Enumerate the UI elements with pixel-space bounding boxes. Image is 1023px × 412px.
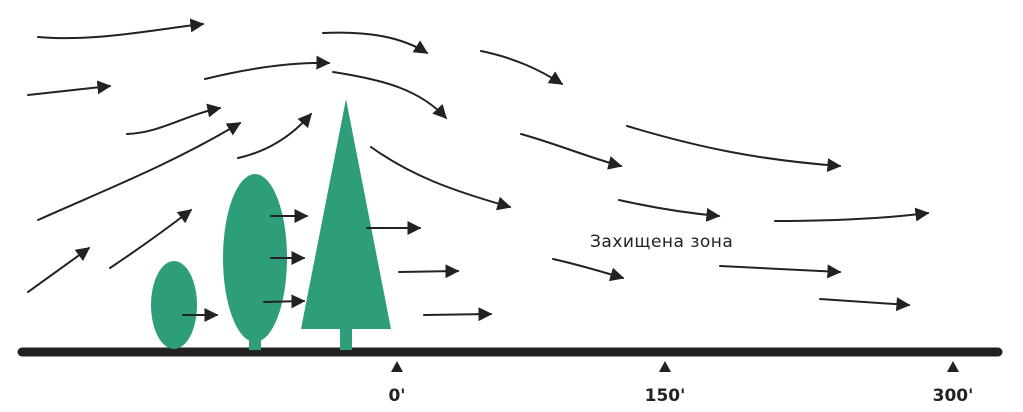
wind-arrow — [819, 297, 911, 312]
wind-arrow — [423, 307, 493, 322]
wind-arrow — [237, 112, 312, 159]
protected-zone-label: Захищена зона — [590, 232, 734, 252]
distance-label-0: 0' — [388, 386, 406, 406]
wind-arrow — [618, 199, 721, 222]
tick-marker-300 — [947, 361, 959, 372]
wind-arrows — [27, 18, 930, 322]
tree-small — [151, 261, 197, 349]
wind-arrow — [322, 31, 429, 54]
wind-arrow — [398, 264, 460, 279]
distance-label-300: 300' — [932, 386, 974, 406]
wind-arrow — [552, 258, 625, 282]
wind-arrow — [126, 103, 222, 135]
wind-arrow — [37, 18, 205, 40]
wind-arrow — [370, 146, 512, 211]
distance-label-150: 150' — [644, 386, 686, 406]
wind-arrow — [37, 122, 242, 221]
tree-medium — [223, 174, 287, 350]
tick-marker-0 — [391, 361, 403, 372]
wind-arrow — [520, 133, 623, 170]
wind-arrow — [27, 247, 91, 293]
wind-arrow — [109, 209, 193, 269]
wind-arrow — [719, 264, 842, 279]
wind-arrow — [774, 207, 930, 222]
wind-arrow — [480, 50, 564, 85]
wind-arrow — [27, 80, 112, 96]
wind-arrow — [204, 55, 331, 80]
wind-arrow — [332, 71, 447, 120]
wind-arrow — [626, 125, 842, 173]
wind-arrow — [263, 294, 306, 309]
tree-tall — [301, 99, 391, 350]
tick-marker-150 — [659, 361, 671, 372]
